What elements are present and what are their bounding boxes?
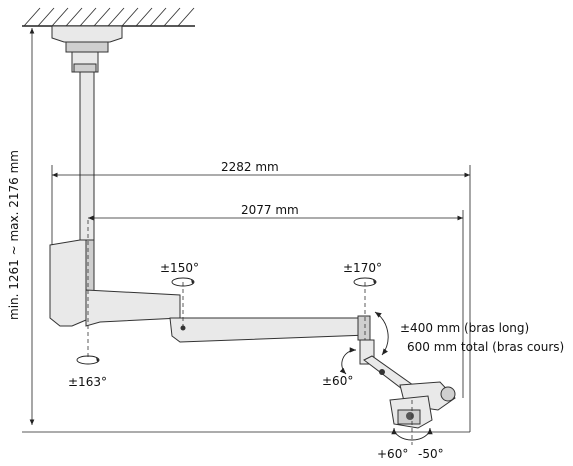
arm-short-label: 600 mm total (bras cours): [407, 340, 564, 354]
base-housing: [49, 239, 181, 327]
axis-base: [76, 220, 100, 365]
reach-arm-dimension: [88, 210, 464, 398]
head-rotation-arc: [391, 400, 433, 445]
rotation-tilt-label: ±60°: [322, 374, 353, 388]
reach-arm-label: 2077 mm: [241, 203, 299, 217]
reach-total-dimension: [51, 165, 471, 432]
vertical-column: [79, 71, 95, 248]
rotation-base-label: ±163°: [68, 375, 107, 389]
arm-long: [169, 315, 371, 343]
microscope-head: [389, 395, 433, 429]
arm-extension-arc: [374, 311, 389, 356]
tilt-arc: [339, 347, 357, 375]
rotation-head-right-label: -50°: [418, 447, 444, 461]
height-label: min. 1261 ~ max. 2176 mm: [7, 150, 21, 320]
arm-short: [359, 339, 456, 411]
arm-long-label: ±400 mm (bras long): [400, 321, 529, 335]
ceiling-mount: [51, 25, 123, 73]
axis-joint-2: [353, 277, 377, 340]
axis-joint-1: [171, 277, 195, 330]
rotation-joint-1-label: ±150°: [160, 261, 199, 275]
reach-total-label: 2282 mm: [221, 160, 279, 174]
rotation-head-left-label: +60°: [377, 447, 408, 461]
rotation-joint-2-label: ±170°: [343, 261, 382, 275]
ceiling: [22, 7, 195, 27]
